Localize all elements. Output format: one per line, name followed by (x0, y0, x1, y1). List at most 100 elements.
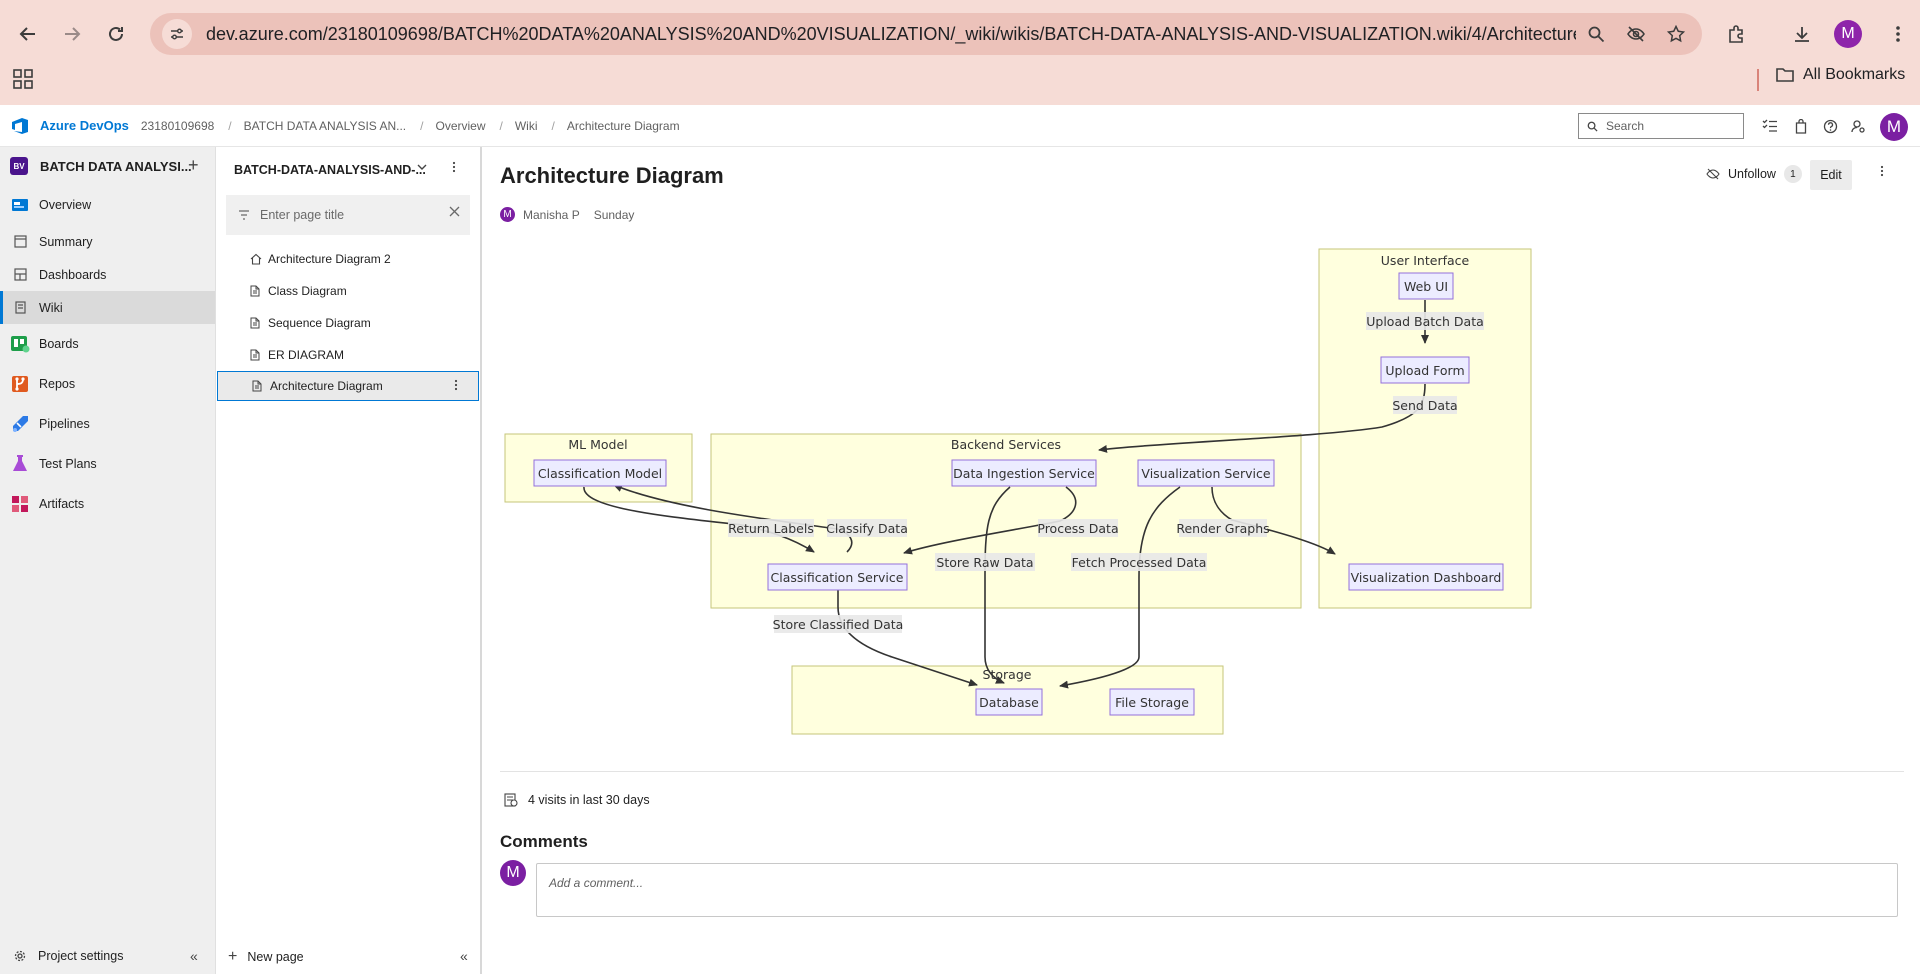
forward-button[interactable] (52, 14, 92, 54)
page-visits[interactable]: 4 visits in last 30 days (504, 793, 650, 807)
clear-icon[interactable] (449, 206, 460, 217)
project-selector[interactable]: BV BATCH DATA ANALYSI... (0, 147, 215, 185)
breadcrumb-overview[interactable]: Overview (435, 118, 486, 133)
content-divider (500, 771, 1904, 772)
wiki-more-icon[interactable] (452, 161, 456, 173)
comment-input[interactable]: Add a comment... (536, 863, 1898, 917)
marketplace-button[interactable] (1791, 116, 1811, 136)
eye-slash-icon (1706, 168, 1720, 180)
group-label: User Interface (1381, 253, 1470, 268)
group-label: Backend Services (951, 437, 1061, 452)
wiki-page-class-diagram[interactable]: Class Diagram (216, 276, 480, 306)
search-placeholder: Search (1606, 119, 1645, 133)
edit-button[interactable]: Edit (1810, 160, 1852, 190)
all-bookmarks-button[interactable]: All Bookmarks (1775, 66, 1905, 84)
wiki-page-er-diagram[interactable]: ER DIAGRAM (216, 340, 480, 370)
node-database: Database (975, 688, 1043, 716)
address-bar[interactable]: dev.azure.com/23180109698/BATCH%20DATA%2… (150, 13, 1702, 55)
breadcrumb-project[interactable]: BATCH DATA ANALYSIS AN... (243, 118, 407, 133)
browser-chrome: dev.azure.com/23180109698/BATCH%20DATA%2… (0, 0, 1920, 105)
collapse-double-chevron-icon[interactable]: « (460, 948, 468, 964)
project-settings-button[interactable]: Project settings « (0, 938, 216, 974)
bookmark-star-button[interactable] (1656, 14, 1696, 54)
nav-item-wiki[interactable]: Wiki (0, 291, 215, 324)
tracking-protection-button[interactable] (1616, 14, 1656, 54)
nav-item-pipelines[interactable]: Pipelines (0, 404, 215, 444)
profile-avatar[interactable]: M (1834, 20, 1862, 48)
nav-item-artifacts[interactable]: Artifacts (0, 484, 215, 524)
project-badge: BV (10, 157, 28, 175)
site-info-button[interactable] (162, 19, 192, 49)
node-visualization-service: Visualization Service (1137, 459, 1275, 487)
nav-label: Wiki (39, 300, 63, 315)
author-name[interactable]: Manisha P (523, 207, 580, 222)
svg-text:Classification Model: Classification Model (538, 466, 662, 481)
user-settings-icon (1850, 119, 1865, 133)
project-navigation: BV BATCH DATA ANALYSI... + Overview Summ… (0, 147, 216, 974)
reload-button[interactable] (96, 14, 136, 54)
page-options-more-icon[interactable] (1880, 165, 1884, 177)
zoom-button[interactable] (1576, 14, 1616, 54)
nav-item-overview[interactable]: Overview (0, 185, 215, 225)
user-settings-button[interactable] (1848, 116, 1868, 136)
reload-icon (109, 26, 123, 41)
work-items-button[interactable] (1760, 116, 1780, 136)
downloads-button[interactable] (1782, 14, 1822, 54)
puzzle-icon (1729, 25, 1743, 43)
back-button[interactable] (8, 14, 48, 54)
azure-devops-logo-icon[interactable] (10, 116, 30, 136)
search-input[interactable]: Search (1578, 113, 1744, 139)
help-button[interactable] (1820, 116, 1840, 136)
svg-text:Upload Form: Upload Form (1385, 363, 1464, 378)
url-text[interactable]: dev.azure.com/23180109698/BATCH%20DATA%2… (206, 23, 1576, 44)
comments-title: Comments (500, 832, 588, 851)
project-name[interactable]: BATCH DATA ANALYSI... (40, 158, 192, 174)
wiki-selector[interactable]: BATCH-DATA-ANALYSIS-AND-... (234, 163, 426, 177)
breadcrumb-wiki[interactable]: Wiki (514, 118, 538, 133)
page-filter-input[interactable]: Enter page title (226, 195, 470, 235)
svg-text:File Storage: File Storage (1115, 695, 1189, 710)
node-classification-model: Classification Model (533, 459, 667, 487)
svg-text:Database: Database (979, 695, 1039, 710)
wiki-page-sequence-diagram[interactable]: Sequence Diagram (216, 308, 480, 338)
nav-item-test-plans[interactable]: Test Plans (0, 444, 215, 484)
svg-text:Upload Batch Data: Upload Batch Data (1366, 314, 1484, 329)
home-icon (250, 253, 262, 265)
user-avatar[interactable]: M (1880, 113, 1908, 141)
author-avatar: M (500, 207, 515, 222)
gear-icon (14, 950, 26, 962)
nav-item-repos[interactable]: Repos (0, 364, 215, 404)
apps-grid-icon[interactable] (12, 68, 34, 90)
page-icon (252, 380, 262, 392)
browser-menu-button[interactable] (1878, 14, 1918, 54)
edge-label-render-graphs: Render Graphs (1176, 519, 1270, 537)
brand-label[interactable]: Azure DevOps (40, 118, 129, 133)
nav-label: Test Plans (39, 457, 97, 471)
new-page-label: New page (247, 950, 304, 964)
collapse-double-chevron-icon[interactable]: « (190, 948, 198, 964)
page-more-icon[interactable] (454, 379, 458, 391)
extensions-button[interactable] (1716, 14, 1756, 54)
breadcrumb-organization[interactable]: 23180109698 (140, 118, 215, 133)
help-icon (1823, 119, 1837, 133)
edge-label-upload-batch-data: Upload Batch Data (1366, 312, 1484, 330)
breadcrumb-page[interactable]: Architecture Diagram (566, 118, 680, 133)
new-page-button[interactable]: + New page (228, 948, 304, 966)
unfollow-button[interactable]: Unfollow 1 (1706, 165, 1802, 183)
nav-label: Artifacts (39, 497, 85, 511)
nav-item-dashboards[interactable]: Dashboards (0, 258, 215, 291)
wiki-page-label: Architecture Diagram (270, 379, 383, 393)
chevron-down-icon[interactable] (416, 161, 428, 173)
nav-item-boards[interactable]: Boards (0, 324, 215, 364)
nav-item-summary[interactable]: Summary (0, 225, 215, 258)
revision-date[interactable]: Sunday (593, 207, 635, 222)
add-icon[interactable]: + (188, 155, 199, 175)
wiki-tree-pane: BATCH-DATA-ANALYSIS-AND-... Enter page t… (216, 147, 482, 974)
page-title: Architecture Diagram (500, 163, 724, 188)
wiki-page-architecture-diagram[interactable]: Architecture Diagram (217, 371, 479, 401)
svg-text:Visualization Dashboard: Visualization Dashboard (1351, 570, 1502, 585)
wiki-page-architecture-diagram-2[interactable]: Architecture Diagram 2 (216, 244, 480, 274)
forward-arrow-icon (65, 27, 81, 41)
architecture-diagram: User Interface ML Model Backend Services… (504, 248, 1532, 735)
svg-text:Store Raw Data: Store Raw Data (936, 555, 1033, 570)
